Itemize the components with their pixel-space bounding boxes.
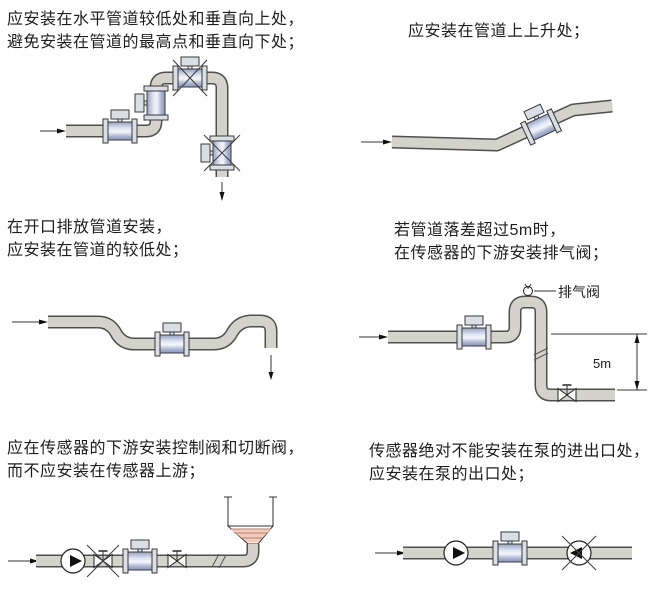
dimension-5m: 5m	[551, 333, 647, 391]
caption-horizontal-low-vertical-up: 应安装在水平管道较低处和垂直向上处， 避免安装在管道的最高点和垂直向下处；	[7, 8, 304, 54]
caption-line: 而不应安装在传感器上游；	[7, 463, 206, 480]
caption-line: 应安装在水平管道较低处和垂直向上处，	[7, 11, 305, 28]
cross-out-mark	[86, 544, 120, 578]
caption-open-discharge: 在开口排放管道安装， 应安装在管道的较低处；	[7, 216, 189, 262]
pipe-break-mark	[211, 553, 227, 569]
flow-out-arrow	[268, 355, 274, 380]
flow-in-arrow	[12, 319, 48, 325]
flowmeter-sensor-high-point	[172, 56, 208, 91]
tank-icon	[224, 496, 277, 545]
pipe-run	[36, 544, 260, 568]
caption-rising-section: 应安装在管道上上升处；	[408, 20, 590, 43]
caption-line: 避免安装在管道的最高点和垂直向下处；	[7, 34, 305, 51]
dimension-label: 5m	[593, 356, 611, 371]
flowmeter-sensor	[102, 109, 138, 144]
flowmeter-sensor	[456, 315, 492, 350]
exhaust-valve-icon	[523, 283, 533, 296]
cross-out-mark	[203, 134, 241, 172]
tank-liquid	[230, 529, 271, 543]
caption-line: 在开口排放管道安装，	[7, 219, 173, 236]
caption-line: 应安装在泵的出口处；	[369, 466, 535, 483]
pipe-run	[388, 295, 615, 402]
caption-line: 若管道落差超过5m时，	[394, 222, 566, 239]
pump-icon	[443, 540, 469, 566]
diagram-horizontal-low-vertical-up	[40, 56, 241, 201]
flow-in-arrow	[8, 558, 39, 564]
caption-line: 在传感器的下游安装排气阀；	[394, 245, 609, 262]
cross-out-mark	[561, 535, 597, 571]
caption-line: 应在传感器的下游安装控制阀和切断阀，	[7, 440, 305, 457]
diagram-rising-section	[361, 99, 613, 152]
caption-valves-downstream: 应在传感器的下游安装控制阀和切断阀， 而不应安装在传感器上游；	[7, 437, 304, 483]
flowmeter-sensor	[122, 539, 158, 574]
flow-in-arrow	[359, 334, 388, 340]
flowmeter-sensor-vertical-up	[134, 85, 169, 121]
caption-line: 传感器绝对不能安装在泵的进出口处，	[369, 443, 650, 460]
flow-in-arrow	[375, 550, 406, 556]
flowmeter-sensor	[154, 322, 190, 357]
flow-out-arrow	[219, 182, 225, 201]
caption-line: 应安装在管道的较低处；	[7, 242, 189, 259]
pipe-run	[391, 99, 613, 152]
diagram-pump-outlet	[375, 531, 632, 571]
cross-out-mark	[172, 59, 208, 97]
pipe-run	[48, 314, 278, 351]
diagram-valves-downstream	[8, 496, 277, 578]
pipe-break-mark	[533, 347, 549, 361]
caption-pump-outlet: 传感器绝对不能安装在泵的进出口处， 应安装在泵的出口处；	[369, 440, 650, 486]
flowmeter-sensor-vertical-down	[200, 135, 235, 171]
pump-icon	[60, 548, 86, 574]
exhaust-valve-label: 排气阀	[558, 284, 600, 300]
diagram-open-discharge	[12, 314, 278, 380]
flowmeter-sensor	[492, 531, 528, 566]
flow-in-arrow	[40, 128, 66, 134]
flow-in-arrow	[361, 139, 392, 145]
pipe-run	[66, 71, 229, 177]
caption-drop-over-5m: 若管道落差超过5m时， 在传感器的下游安装排气阀；	[394, 219, 609, 265]
diagram-drop-over-5m: 排气阀 5m	[359, 283, 647, 403]
caption-line: 应安装在管道上上升处；	[408, 23, 590, 40]
